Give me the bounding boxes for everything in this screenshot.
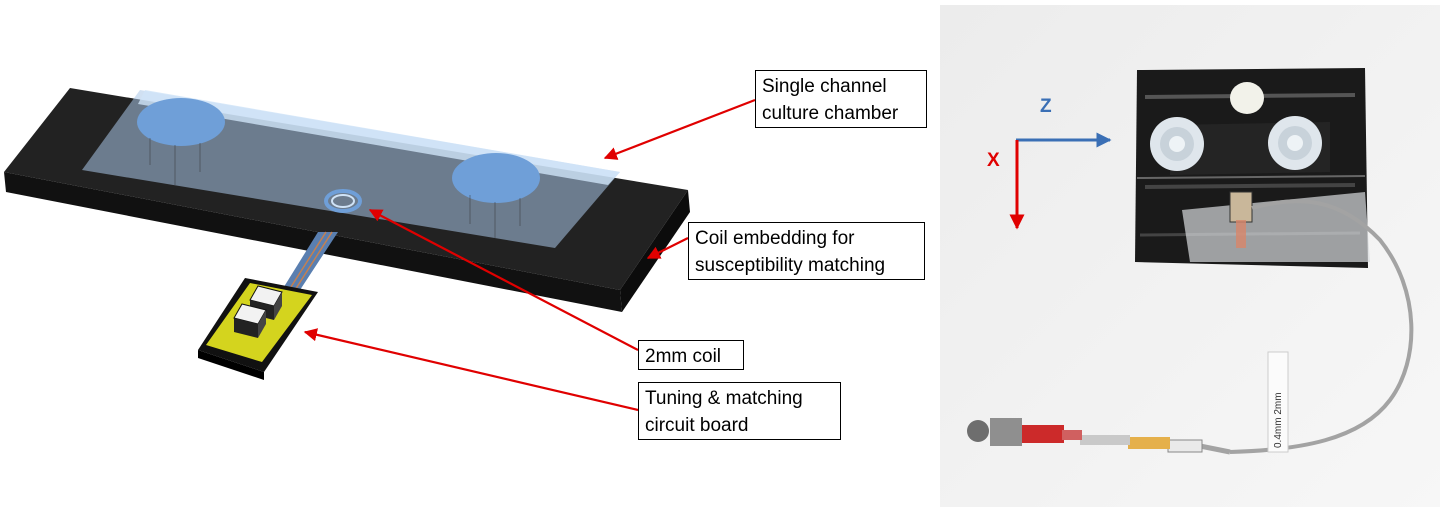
coil-ribbon-lead bbox=[282, 232, 338, 290]
callout-coil-embedding-line2: susceptibility matching bbox=[695, 255, 886, 276]
photo-tape bbox=[1182, 192, 1370, 262]
callout-arrows bbox=[303, 98, 756, 412]
axis-z-label: Z bbox=[1040, 96, 1052, 117]
callout-tuning-board-line2: circuit board bbox=[645, 415, 749, 436]
callout-2mm-coil: 2mm coil bbox=[638, 340, 744, 370]
axis-x-label: X bbox=[987, 150, 1000, 171]
photo-bnc-connector bbox=[967, 418, 1203, 453]
callout-culture-chamber-line2: culture chamber bbox=[762, 103, 899, 124]
capacitor-bottom bbox=[233, 303, 267, 338]
photo-white-cap bbox=[1230, 82, 1264, 114]
callout-coil-embedding-line1: Coil embedding for bbox=[695, 228, 855, 249]
photo-cable-label: 0.4mm 2mm bbox=[1273, 392, 1284, 448]
coil bbox=[324, 189, 362, 213]
chamber-well-left bbox=[137, 98, 225, 146]
callout-coil-embedding: Coil embedding for susceptibility matchi… bbox=[688, 222, 925, 280]
callout-2mm-coil-line1: 2mm coil bbox=[645, 346, 722, 367]
callout-culture-chamber-line1: Single channel bbox=[762, 76, 887, 97]
photo-cable bbox=[1229, 199, 1414, 454]
photo-luer-left bbox=[1150, 117, 1204, 171]
tuning-board bbox=[198, 278, 318, 380]
device-photo: 0.4mm 2mm bbox=[940, 5, 1440, 507]
culture-chamber bbox=[82, 90, 620, 248]
photo-coil-board bbox=[1229, 191, 1253, 223]
callout-culture-chamber: Single channel culture chamber bbox=[755, 70, 927, 128]
callout-tuning-board-line1: Tuning & matching bbox=[645, 388, 803, 409]
photo-cable-tag: 0.4mm 2mm bbox=[1267, 351, 1289, 453]
photo-luer-right bbox=[1268, 116, 1322, 170]
callout-tuning-board: Tuning & matching circuit board bbox=[638, 382, 841, 440]
photo-axes bbox=[1009, 132, 1112, 230]
chamber-well-right bbox=[452, 153, 540, 203]
